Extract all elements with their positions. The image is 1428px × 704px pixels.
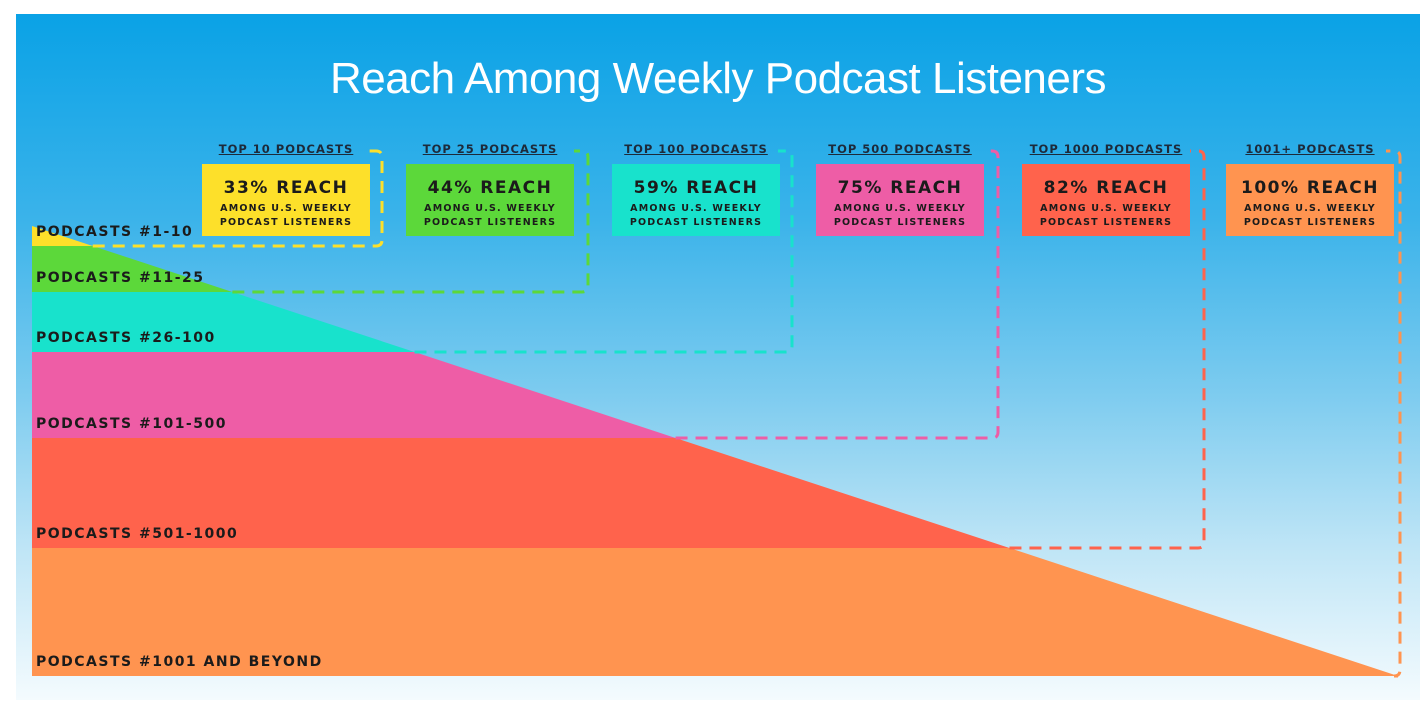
bracket-5 xyxy=(1009,149,1206,550)
tier-band-6 xyxy=(32,548,1398,676)
bracket-2 xyxy=(232,149,590,294)
chart-title: Reach Among Weekly Podcast Listeners xyxy=(329,54,1107,103)
tier-band-2 xyxy=(32,246,233,292)
reach-subtitle-line2: PODCAST LISTENERS xyxy=(833,217,967,228)
reach-card-5: 82% REACH AMONG U.S. WEEKLY PODCAST LISTEN… xyxy=(1022,164,1190,236)
tier-band-3 xyxy=(32,292,415,352)
reach-value: 59% REACH xyxy=(633,178,759,198)
bracket-6 xyxy=(1386,149,1402,678)
reach-subtitle-line2: PODCAST LISTENERS xyxy=(219,217,353,228)
reach-subtitle-line2: PODCAST LISTENERS xyxy=(1243,217,1377,228)
tier-label-4: PODCASTS #101-500 xyxy=(36,416,227,432)
reach-subtitle-line1: AMONG U.S. WEEKLY xyxy=(630,203,762,214)
reach-card-6: 100% REACH AMONG U.S. WEEKLY PODCAST LISTE… xyxy=(1226,164,1394,236)
reach-value: 100% REACH xyxy=(1240,178,1379,198)
reach-card-1: 33% REACH AMONG U.S. WEEKLY PODCAST LISTEN… xyxy=(202,164,370,236)
reach-subtitle-line1: AMONG U.S. WEEKLY xyxy=(220,203,352,214)
tier-band-5 xyxy=(32,438,1010,548)
bracket-4 xyxy=(675,149,1000,440)
reach-subtitle-line1: AMONG U.S. WEEKLY xyxy=(424,203,556,214)
reach-subtitle-line2: PODCAST LISTENERS xyxy=(629,217,763,228)
reach-value: 75% REACH xyxy=(837,178,963,198)
group-header-6: 1001+ PODCASTS xyxy=(1245,142,1375,156)
reach-subtitle-line1: AMONG U.S. WEEKLY xyxy=(1040,203,1172,214)
reach-value: 82% REACH xyxy=(1043,178,1169,198)
reach-chart xyxy=(32,149,1402,678)
group-header-5: TOP 1000 PODCASTS xyxy=(1029,142,1183,156)
reach-card-4: 75% REACH AMONG U.S. WEEKLY PODCAST LISTEN… xyxy=(816,164,984,236)
reach-card-3: 59% REACH AMONG U.S. WEEKLY PODCAST LISTEN… xyxy=(612,164,780,236)
reach-subtitle-line1: AMONG U.S. WEEKLY xyxy=(1244,203,1376,214)
tier-label-2: PODCASTS #11-25 xyxy=(36,270,205,286)
reach-subtitle-line1: AMONG U.S. WEEKLY xyxy=(834,203,966,214)
reach-subtitle-line2: PODCAST LISTENERS xyxy=(423,217,557,228)
bracket-1 xyxy=(92,149,384,248)
infographic-frame: Reach Among Weekly Podcast Listeners TOP… xyxy=(16,14,1420,700)
group-header-4: TOP 500 PODCASTS xyxy=(828,142,972,156)
tier-label-6: PODCASTS #1001 AND BEYOND xyxy=(36,654,323,670)
reach-subtitle-line2: PODCAST LISTENERS xyxy=(1039,217,1173,228)
group-header-2: TOP 25 PODCASTS xyxy=(422,142,558,156)
tier-label-3: PODCASTS #26-100 xyxy=(36,330,216,346)
tier-band-4 xyxy=(32,352,676,438)
tier-label-1: PODCASTS #1-10 xyxy=(36,224,194,240)
reach-value: 33% REACH xyxy=(223,178,349,198)
reach-value: 44% REACH xyxy=(427,178,553,198)
group-header-3: TOP 100 PODCASTS xyxy=(624,142,768,156)
reach-card-2: 44% REACH AMONG U.S. WEEKLY PODCAST LISTEN… xyxy=(406,164,574,236)
group-header-1: TOP 10 PODCASTS xyxy=(218,142,354,156)
tier-label-5: PODCASTS #501-1000 xyxy=(36,526,239,542)
